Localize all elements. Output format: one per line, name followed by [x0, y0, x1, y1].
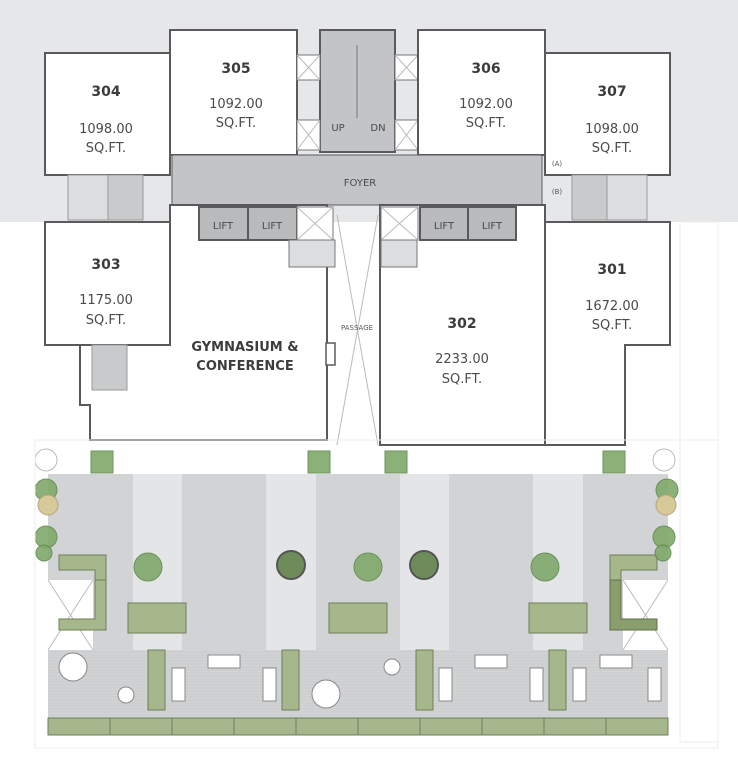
- unit-307[interactable]: 307 1098.00 SQ.FT.: [544, 52, 671, 176]
- unit-number: 307: [597, 84, 626, 100]
- unit-number: 302: [447, 316, 476, 332]
- unit-area: 1175.00: [79, 293, 133, 308]
- planter-segment: [171, 717, 235, 736]
- unit-306[interactable]: 306 1092.00 SQ.FT.: [417, 29, 546, 156]
- unit-area: 1098.00: [585, 122, 639, 137]
- unit-area-unit: SQ.FT.: [216, 116, 256, 131]
- edge-trees: [34, 448, 679, 562]
- unit-number: 303: [91, 257, 120, 273]
- green-bench: [548, 649, 567, 711]
- unit-304[interactable]: 304 1098.00 SQ.FT.: [44, 52, 171, 176]
- lift-label: LIFT: [262, 221, 283, 232]
- small-planters: [90, 450, 626, 474]
- unit-area-unit: SQ.FT.: [466, 116, 506, 131]
- gym-label-line2: CONFERENCE: [196, 359, 293, 374]
- unit-number: 306: [471, 61, 500, 77]
- planter-segment: [233, 717, 297, 736]
- lift-label: LIFT: [213, 221, 234, 232]
- planter-segment: [295, 717, 359, 736]
- lift-lobby: LIFT LIFT LIFT LIFT: [198, 206, 517, 268]
- planter-segment: [543, 717, 607, 736]
- foyer: FOYER (A) (B): [171, 154, 563, 206]
- unit-number: 305: [221, 61, 250, 77]
- side-cores: [67, 174, 648, 221]
- furniture: [58, 652, 662, 709]
- gym-label-line1: GYMNASIUM &: [191, 340, 298, 355]
- green-bench: [147, 649, 166, 711]
- stair-up-label: UP: [331, 123, 344, 134]
- unit-area-unit: SQ.FT.: [592, 318, 632, 333]
- unit-301[interactable]: 301 1672.00 SQ.FT.: [544, 221, 719, 743]
- planter-segment: [419, 717, 483, 736]
- unit-area-unit: SQ.FT.: [592, 141, 632, 156]
- stair-down-label: DN: [370, 123, 385, 134]
- terrace: [34, 439, 719, 749]
- unit-area: 1098.00: [79, 122, 133, 137]
- planter-segment: [357, 717, 421, 736]
- planter-segment: [109, 717, 173, 736]
- foyer-label: FOYER: [344, 178, 377, 189]
- unit-303[interactable]: 303 1175.00 SQ.FT.: [44, 221, 171, 391]
- lift-4: [467, 206, 517, 241]
- unit-number: 304: [91, 84, 120, 100]
- green-bench: [415, 649, 434, 711]
- unit-number: 301: [597, 262, 626, 278]
- green-bench: [281, 649, 300, 711]
- unit-area: 1672.00: [585, 299, 639, 314]
- shafts: [296, 54, 419, 151]
- passage: PASSAGE: [336, 214, 379, 446]
- lift-label: LIFT: [482, 221, 503, 232]
- lift-2: [247, 206, 298, 241]
- lift-label: LIFT: [434, 221, 455, 232]
- planter-segment: [605, 717, 669, 736]
- unit-area-unit: SQ.FT.: [442, 372, 482, 387]
- unit-area-unit: SQ.FT.: [86, 313, 126, 328]
- staircase: UP DN: [319, 29, 396, 153]
- planter-segment: [47, 717, 111, 736]
- marker-b: (B): [552, 188, 563, 196]
- marker-a: (A): [552, 160, 563, 168]
- unit-305[interactable]: 305 1092.00 SQ.FT.: [169, 29, 298, 156]
- passage-label: PASSAGE: [341, 324, 373, 332]
- unit-area: 1092.00: [209, 97, 263, 112]
- planter-segment: [481, 717, 545, 736]
- unit-area: 1092.00: [459, 97, 513, 112]
- unit-area: 2233.00: [435, 352, 489, 367]
- unit-area-unit: SQ.FT.: [86, 141, 126, 156]
